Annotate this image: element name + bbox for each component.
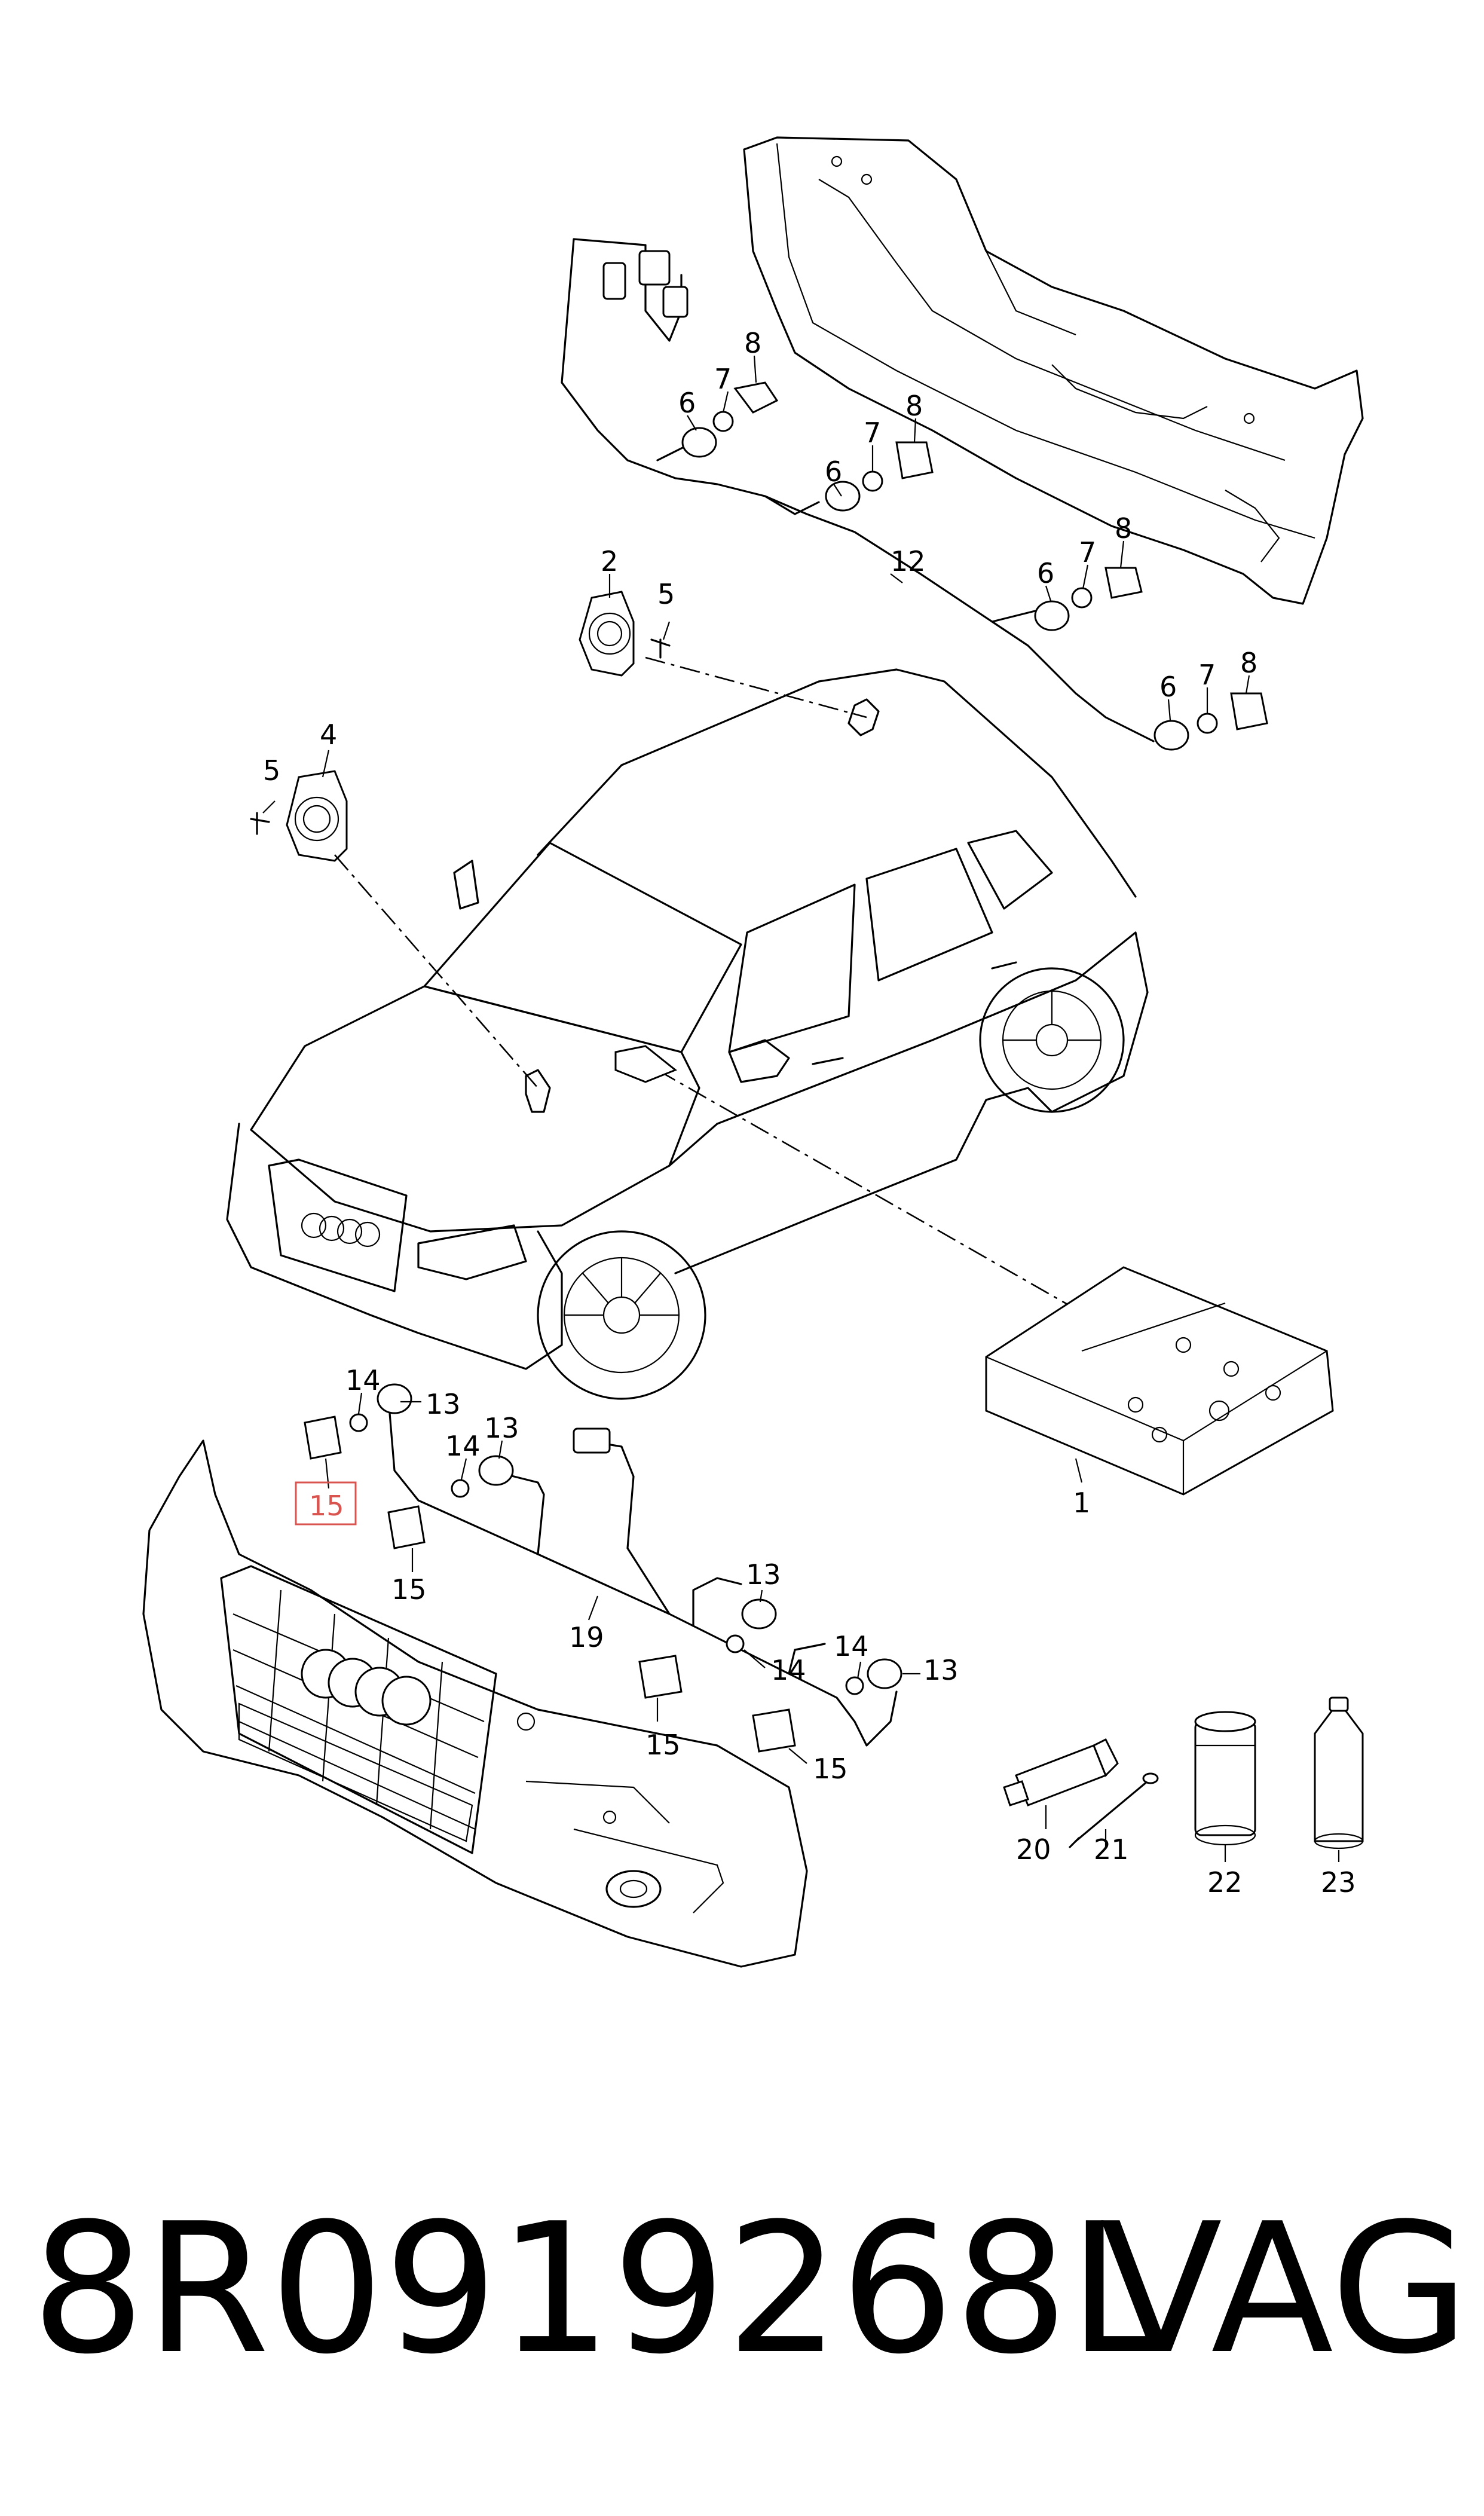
front-bumper — [142, 1439, 808, 1968]
callout-6-c: 6 — [1037, 557, 1054, 589]
rear-sensor-set-2 — [825, 441, 934, 512]
callout-6-b: 6 — [825, 455, 842, 488]
callout-6-d: 6 — [1159, 671, 1177, 703]
callout-5-rear: 5 — [657, 578, 675, 610]
callout-8-a: 8 — [744, 327, 761, 359]
part-number: 8R0919268L — [31, 2185, 1168, 2393]
part-20-repair-element — [1003, 1738, 1119, 1806]
front-sensor-set-3 — [638, 1598, 777, 1699]
rear-sensor-set-4 — [1153, 692, 1268, 751]
callout-13-b: 13 — [484, 1412, 519, 1444]
car-body — [226, 668, 1149, 1400]
callout-8-c: 8 — [1115, 512, 1132, 545]
callout-5-front: 5 — [263, 754, 280, 787]
callout-14-d: 14 — [834, 1630, 869, 1662]
callout-13-c: 13 — [746, 1558, 781, 1591]
leader-lines — [262, 355, 1340, 1862]
rear-sensor-set-1 — [681, 381, 779, 458]
callout-6-a: 6 — [678, 387, 696, 419]
rear-bumper — [743, 136, 1364, 605]
brand-label: VAG — [1100, 2185, 1470, 2393]
callout-15-c: 15 — [645, 1729, 681, 1761]
rear-sensor-set-3 — [1034, 567, 1143, 631]
front-sensor-set-1 — [304, 1383, 412, 1460]
callout-22: 22 — [1207, 1866, 1243, 1899]
front-sensor-set-2 — [387, 1455, 514, 1549]
rear-harness — [561, 238, 1155, 742]
front-sensor-set-4 — [752, 1658, 902, 1753]
callout-15-highlighted: 15 — [309, 1490, 344, 1522]
callout-20: 20 — [1016, 1833, 1051, 1866]
rear-buzzer — [579, 591, 671, 677]
callout-4: 4 — [320, 719, 337, 751]
callout-15-d: 15 — [813, 1753, 848, 1785]
callout-15-b: 15 — [391, 1573, 427, 1606]
callout-12: 12 — [891, 545, 926, 577]
callout-13-d: 13 — [923, 1654, 959, 1686]
callout-7-c: 7 — [1079, 536, 1096, 568]
bumper-grille-rings — [301, 1649, 432, 1726]
callout-14-a: 14 — [345, 1364, 381, 1396]
callout-labels: 2 5 4 5 6 7 8 6 7 8 12 6 7 8 6 7 8 1 14 … — [263, 327, 1356, 1899]
callout-21: 21 — [1094, 1833, 1129, 1866]
front-harness — [387, 1398, 898, 1747]
callout-7-a: 7 — [714, 363, 732, 395]
parking-aid-control-unit — [985, 1266, 1334, 1496]
caption-row: 8R0919268L VAG — [0, 2164, 1484, 2415]
callout-8-b: 8 — [905, 390, 923, 422]
callout-14-b: 14 — [445, 1430, 481, 1462]
callout-1: 1 — [1073, 1487, 1090, 1519]
part-21-pin — [1069, 1772, 1159, 1848]
callout-7-d: 7 — [1198, 659, 1216, 691]
callout-19: 19 — [569, 1621, 604, 1653]
grille-rings — [301, 1212, 381, 1248]
callout-7-b: 7 — [864, 417, 881, 449]
part-22-can — [1194, 1711, 1256, 1846]
part-23-spray — [1314, 1696, 1364, 1849]
parts-diagram: 2 5 4 5 6 7 8 6 7 8 12 6 7 8 6 7 8 1 14 … — [142, 136, 1364, 1968]
callout-8-d: 8 — [1240, 647, 1257, 679]
callout-13-a: 13 — [426, 1388, 461, 1420]
callout-14-c: 14 — [771, 1654, 806, 1686]
highlight-box — [295, 1481, 357, 1526]
front-buzzer — [250, 770, 348, 862]
callout-2: 2 — [601, 545, 618, 577]
callout-23: 23 — [1321, 1866, 1356, 1899]
